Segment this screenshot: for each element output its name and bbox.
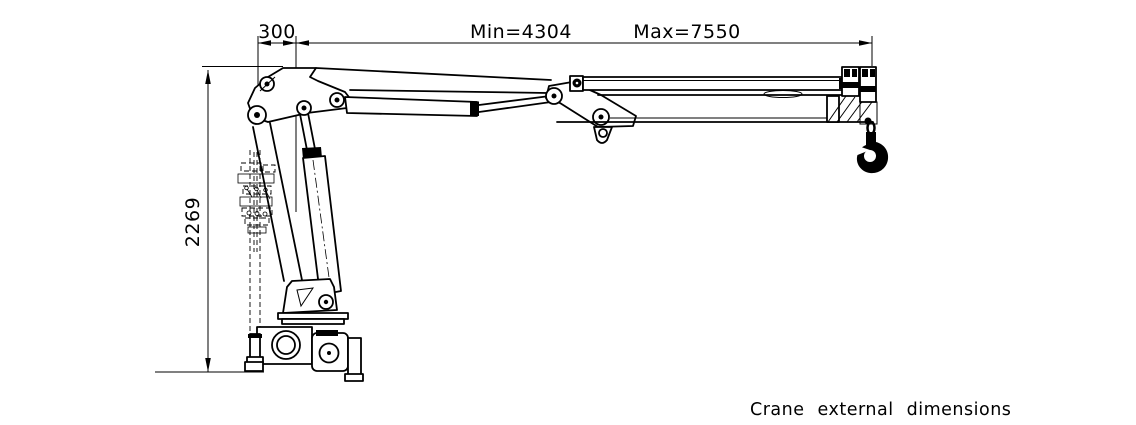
crane-hook <box>855 120 889 174</box>
control-valves <box>237 162 276 234</box>
dim-max-label: Max=7550 <box>633 21 741 43</box>
knuckle-joint <box>545 81 637 144</box>
dim-min-label: Min=4304 <box>470 21 572 43</box>
crane-column-head <box>247 67 353 125</box>
slew-bearing <box>271 330 301 360</box>
outrigger-hidden-lines <box>249 150 261 334</box>
dimension-300: 300 <box>257 21 297 212</box>
crane-column <box>252 122 303 282</box>
boom-head <box>826 66 878 125</box>
dimension-min-max: Min=4304 Max=7550 <box>296 21 873 66</box>
dim-300-label: 300 <box>258 21 296 43</box>
outrigger-leg <box>244 333 264 372</box>
inner-boom <box>315 67 552 94</box>
dim-height-label: 2269 <box>182 197 204 247</box>
slew-motor <box>311 330 364 382</box>
dimension-height: 2269 <box>155 66 283 373</box>
outer-boom <box>556 90 874 123</box>
caption: Crane external dimensions <box>750 400 1011 420</box>
lift-cylinder <box>299 112 342 296</box>
stowed-jib <box>569 75 847 92</box>
fold-cylinder <box>344 95 552 117</box>
crane-base <box>256 278 364 382</box>
